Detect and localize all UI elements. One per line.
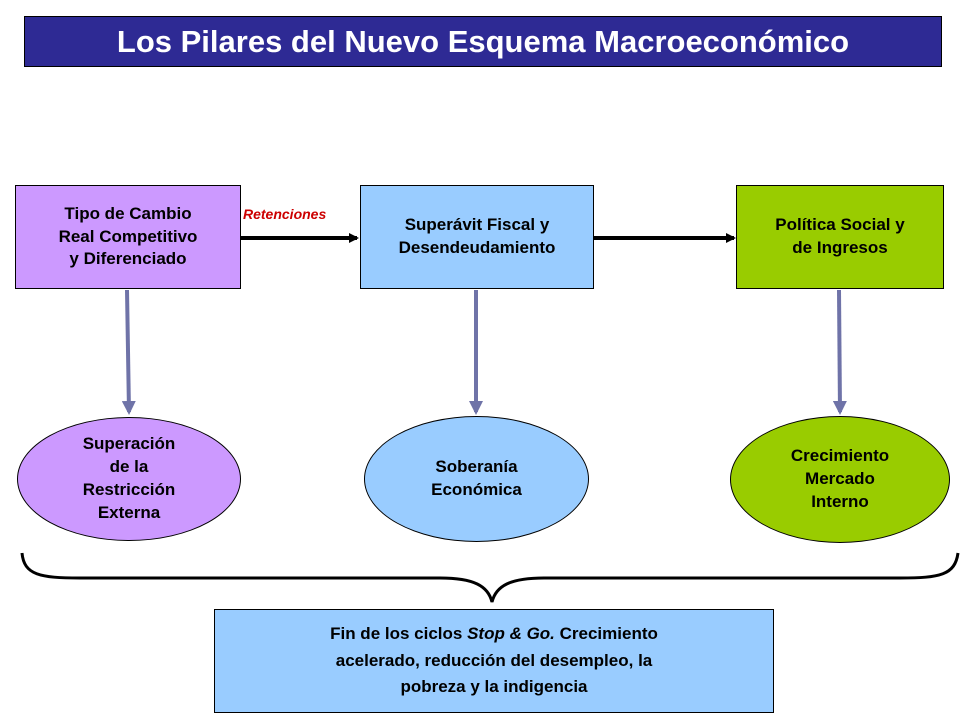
pillar-text-line: Real Competitivo <box>58 226 198 246</box>
outcome-text-line: Interno <box>811 491 869 511</box>
conclusion-line1-rest: Crecimiento <box>554 624 658 644</box>
conclusion-prefix: Fin de los ciclos <box>330 624 468 644</box>
conclusion-stop-go: Stop & Go. <box>467 624 555 644</box>
outcome-text-line: de la <box>109 457 149 477</box>
arrow-cambio-down <box>121 289 136 415</box>
outcome-text-line: Mercado <box>805 469 875 489</box>
outcome-text-line: Crecimiento <box>790 446 890 466</box>
outcome-text-line: Económica <box>431 480 522 499</box>
conclusion-line-3: pobreza y la indigencia <box>400 677 588 697</box>
outcome-text-line: Soberanía <box>435 457 518 477</box>
pillar-text-line: Política Social y <box>775 215 905 235</box>
outcome-text-line: Restricción <box>82 480 176 499</box>
outcome-soberania-economica: Soberanía Económica <box>364 416 589 542</box>
pillar-text-line: de Ingresos <box>792 238 888 257</box>
conclusion-line-1: Fin de los ciclos Stop & Go. Crecimiento <box>330 621 658 647</box>
conclusion-line-2: acelerado, reducción del desempleo, la <box>335 650 653 670</box>
page-title: Los Pilares del Nuevo Esquema Macroeconó… <box>24 16 942 67</box>
pillar-text-line: Superávit Fiscal y <box>404 215 550 235</box>
outcome-text-line: Superación <box>82 434 176 454</box>
curly-brace <box>20 552 960 603</box>
pillar-text-line: Desendeudamiento <box>398 238 556 257</box>
pillar-tipo-de-cambio: Tipo de Cambio Real Competitivo y Difere… <box>15 185 241 289</box>
conclusion-box: Fin de los ciclos Stop & Go. Crecimiento… <box>214 609 774 713</box>
outcome-text-line: Externa <box>97 502 161 522</box>
retenciones-label: Retenciones <box>243 206 327 222</box>
arrow-social-down <box>832 289 847 415</box>
pillar-text-line: Tipo de Cambio <box>64 203 192 223</box>
outcome-superacion-restriccion: Superación de la Restricción Externa <box>17 417 241 541</box>
pillar-politica-social: Política Social y de Ingresos <box>736 185 944 289</box>
outcome-crecimiento-mercado: Crecimiento Mercado Interno <box>730 416 950 543</box>
pillar-superavit-fiscal: Superávit Fiscal y Desendeudamiento <box>360 185 594 289</box>
pillar-text-line: y Diferenciado <box>69 249 187 269</box>
